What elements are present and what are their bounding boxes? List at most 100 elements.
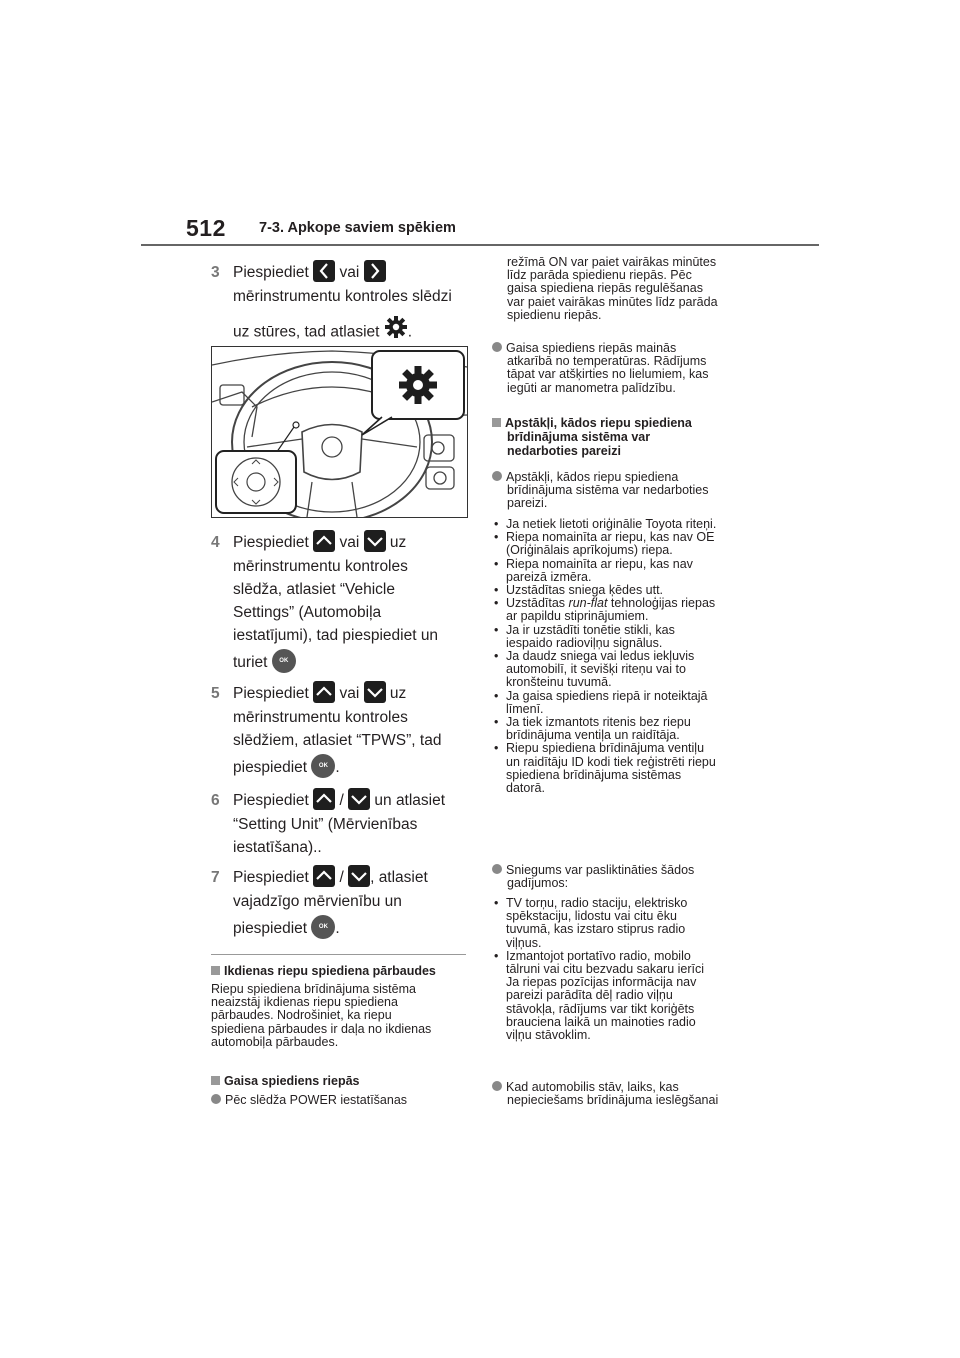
list-item-text: pareizi parādīta dēļ radio viļņu xyxy=(506,988,673,1003)
step-text: piespiediet xyxy=(233,759,308,777)
section-divider xyxy=(211,954,466,955)
list-item-text: Ja ir uzstādīti tonētie stikli, kas xyxy=(506,622,675,637)
chevron-up-icon xyxy=(313,529,336,552)
list-item-continued: automobilī, it sevišķi riteņu vai to xyxy=(494,663,716,676)
round-bullet-icon xyxy=(492,1081,502,1091)
step-text: turiet xyxy=(233,654,268,672)
condition-list: • Ja netiek lietoti oriģinālie Toyota rit… xyxy=(494,517,717,796)
list-item-text: spiediena brīdinājuma sistēmas xyxy=(506,767,682,782)
list-item: •Izmantojot portatīvo radio, mobilo xyxy=(494,948,704,963)
list-item: • TV torņu, radio staciju, elektrisko xyxy=(494,896,704,910)
list-item-text: tuvumā, kas izstaro stiprus radio xyxy=(506,922,686,937)
list-item-continued: tuvumā, kas izstaro stiprus radio xyxy=(494,923,704,936)
list-item: •Uzstādītas run-flat tehnoloģijas riepas xyxy=(494,597,716,610)
list-item-continued: spiediena brīdinājuma sistēmas xyxy=(494,767,716,782)
list-item-text: kronšteinu tuvumā. xyxy=(506,675,612,690)
list-item-text: Riepa nomainīta ar riepu, kas nav xyxy=(506,556,693,571)
list-item: • Riepa nomainīta ar riepu, kas nav OE xyxy=(494,531,716,544)
list-item-text: datorā. xyxy=(506,781,545,796)
chevron-down-icon xyxy=(348,864,371,887)
list-item-continued: iespaido radioviļņu signālus. xyxy=(494,635,716,650)
dash-bullet-icon: • xyxy=(494,583,499,598)
list-item: • Ja gaisa spiediens riepā ir noteiktajā xyxy=(494,688,716,703)
list-item-text: Ja daudz sniega vai ledus iekļuvis xyxy=(506,649,695,664)
list-item-continued: pareizi parādīta dēļ radio viļņu xyxy=(494,989,704,1002)
list-item-text: tālruni vai citu bezvadu sakaru ierīci xyxy=(506,962,705,977)
bullet-item: Apstākļi, kādos riepu spiediena brīdināj… xyxy=(492,470,709,511)
list-item-text: brauciena laikā un mainoties radio xyxy=(506,1014,696,1029)
list-item-continued: pareizā izmēra. xyxy=(494,569,716,584)
section-title: 7-3. Apkope saviem spēkiem xyxy=(259,220,456,236)
gear-icon xyxy=(384,315,408,346)
chevron-left-icon xyxy=(313,259,336,282)
square-bullet-icon xyxy=(211,1076,220,1085)
dash-bullet-icon: • xyxy=(494,715,499,730)
step-text: Piespiediet xyxy=(233,534,309,551)
list-item-continued: un raidītāju ID kodi tiek reģistrēti rie… xyxy=(494,754,716,769)
chevron-down-icon xyxy=(348,787,371,810)
list-item-continued: viļņu stāvoklim. xyxy=(494,1028,704,1043)
steering-wheel-illustration xyxy=(211,346,468,518)
step-text: slēdža, atlasiet “Vehicle xyxy=(233,581,395,598)
step-text: “Setting Unit” (Mērvienības xyxy=(233,816,418,833)
bullet-item: Pēc slēdža POWER iestatīšanas xyxy=(211,1093,407,1107)
step-text: slēdžiem, atlasiet “TPWS”, tad xyxy=(233,732,442,749)
list-item-text: Ja netiek lietoti oriģinālie Toyota rite… xyxy=(506,517,717,531)
paragraph: Riepu spiediena brīdinājuma sistēma neai… xyxy=(211,982,432,1049)
list-item: •Riepa nomainīta ar riepu, kas nav xyxy=(494,556,716,571)
list-item-text: Uzstādītas sniega ķēdes utt. xyxy=(506,583,664,598)
step-text: Settings” (Automobiļa xyxy=(233,604,382,621)
list-item-text: automobilī, it sevišķi riteņu vai to xyxy=(506,662,686,677)
step-text: mērinstrumentu kontroles xyxy=(233,709,408,726)
list-item-continued: stāvokļa, rādījums var tikt koriģēts xyxy=(494,1001,704,1016)
list-item: •Ja netiek lietoti oriģinālie Toyota rit… xyxy=(494,517,717,531)
step-text: . xyxy=(407,323,413,341)
subsection-heading: Apstākļi, kādos riepu spiediena brīdināj… xyxy=(492,416,692,458)
step-text: . xyxy=(335,759,340,777)
list-item: •Riepu spiediena brīdinājuma ventiļu xyxy=(494,742,716,755)
paragraph-continued: režīmā ON var paiet vairākas minūtes līd… xyxy=(507,255,718,322)
dash-bullet-icon: • xyxy=(494,530,499,545)
list-item-text: pareizā izmēra. xyxy=(506,569,592,584)
dash-bullet-icon: • xyxy=(494,688,499,703)
list-item-text: Ja gaisa spiediens riepā ir noteiktajā xyxy=(506,688,708,703)
step-number: 3 xyxy=(211,264,220,281)
step-text: . xyxy=(335,920,340,938)
page-number: 512 xyxy=(186,215,226,241)
dash-bullet-icon: • xyxy=(494,596,499,611)
subsection-heading: Ikdienas riepu spiediena pārbaudes xyxy=(211,964,436,978)
list-item-text: Riepa nomainīta ar riepu, kas nav OE xyxy=(506,530,715,545)
step-number: 6 xyxy=(211,792,220,809)
step-text: vajadzīgo mērvienību un xyxy=(233,893,402,910)
list-item-text: iespaido radioviļņu signālus. xyxy=(506,635,663,650)
bullet-item: Sniegums var pasliktināties šādos gadīju… xyxy=(492,863,694,890)
step-text: vai xyxy=(339,534,360,551)
step-text: uz xyxy=(389,685,407,702)
step-text: , atlasiet xyxy=(370,869,428,886)
list-item-text: Ja riepas pozīcijas informācija nav xyxy=(506,975,697,990)
chevron-right-icon xyxy=(363,259,386,282)
step-number: 7 xyxy=(211,869,220,886)
list-item-continued: (Oriģinālais aprīkojums) riepa. xyxy=(494,544,716,557)
chevron-up-icon xyxy=(313,680,336,703)
step-text: uz xyxy=(389,534,407,551)
list-item-text: ar papildu stiprinājumiem. xyxy=(506,609,649,624)
list-item-text: viļņu stāvoklim. xyxy=(506,1028,591,1043)
step-text: iestatīšana).. xyxy=(233,839,322,856)
list-item-continued: viļņus. xyxy=(494,936,704,950)
list-item-text: TV torņu, radio staciju, elektrisko xyxy=(506,896,688,910)
square-bullet-icon xyxy=(492,418,501,427)
list-item-text: stāvokļa, rādījums var tikt koriģēts xyxy=(506,1001,695,1016)
dash-bullet-icon: • xyxy=(494,896,499,910)
bullet-item: Gaisa spiediens riepās mainās atkarībā n… xyxy=(492,341,708,395)
step-text: mērinstrumentu kontroles slēdzi xyxy=(233,288,452,305)
step-text: / xyxy=(339,792,344,809)
list-item-continued: Ja riepas pozīcijas informācija nav xyxy=(494,976,704,989)
step-text: uz stūres, tad atlasiet xyxy=(233,323,380,341)
list-item-text: un raidītāju ID kodi tiek reģistrēti rie… xyxy=(506,754,716,769)
step-text: Piespiediet xyxy=(233,264,309,281)
dash-bullet-icon: • xyxy=(494,948,499,963)
ok-button-icon: OK xyxy=(271,649,296,673)
step-text: vai xyxy=(339,685,360,702)
